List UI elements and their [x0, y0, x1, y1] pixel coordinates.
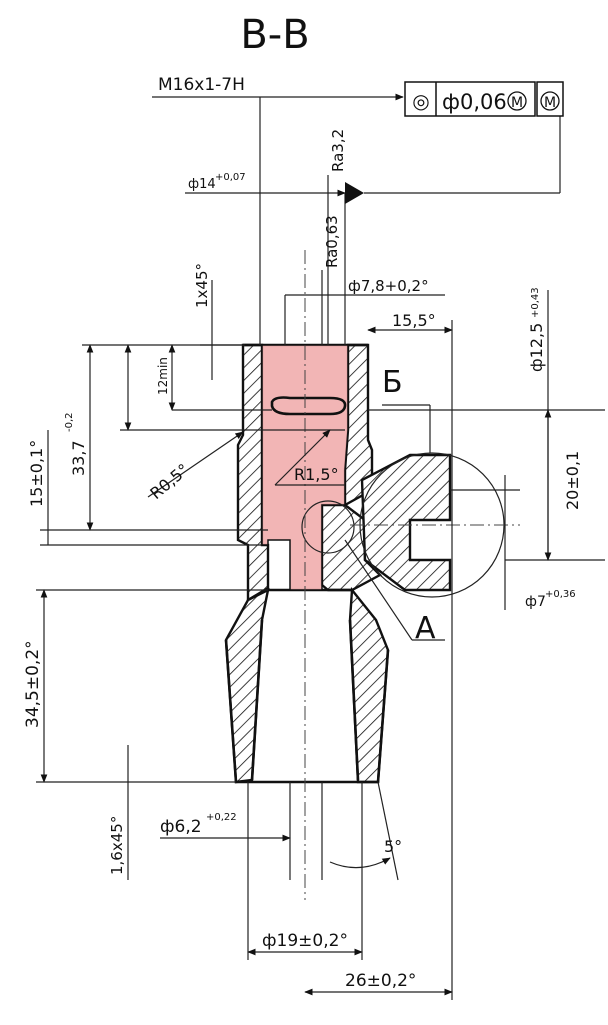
detail-circle-a [301, 500, 355, 554]
r15-label: R1,5° [294, 465, 339, 484]
chamfer-top-label: 1x45° [193, 263, 211, 308]
roughness-mid: Ra0,63 [323, 215, 341, 268]
d62-label: ф6,2 [160, 817, 202, 837]
d7-tolerance: +0,36 [545, 589, 576, 600]
d78-label: ф7,8+0,2° [348, 277, 429, 295]
len15-label: 15±0,1° [27, 440, 46, 507]
thread-label: M16x1-7H [158, 75, 245, 95]
centerlines [304, 250, 520, 900]
chamfer-bottom-label: 1,6x45° [108, 816, 126, 875]
d62-tolerance: +0,22 [206, 812, 237, 823]
tolerance-modifier-1: M [511, 95, 523, 111]
tolerance-value: ф0,06 [442, 90, 507, 114]
d19-label: ф19±0,2° [262, 931, 348, 951]
len12-label: 12min [156, 357, 170, 395]
d14-label: ф14 [188, 177, 216, 192]
view-letter-b: Б [382, 365, 403, 400]
tolerance-modifier-2: M [544, 95, 556, 111]
concentricity-symbol: ◎ [412, 89, 429, 113]
r05-label: R0,5° [146, 460, 192, 503]
dimension-lines [36, 90, 605, 1000]
d14-tolerance: +0,07 [215, 172, 246, 183]
w155-label: 15,5° [392, 311, 436, 330]
section-label: В-В [240, 12, 309, 58]
angle5-label: 5° [384, 837, 402, 856]
len20-label: 20±0,1 [563, 451, 582, 510]
d7-label: ф7 [525, 594, 546, 610]
len345-label: 34,5±0,2° [23, 640, 43, 728]
len337-label: 33,7 [69, 440, 88, 476]
cross-slot [270, 396, 347, 416]
d125-tolerance: +0,43 [530, 287, 541, 318]
len26-label: 26±0,2° [345, 971, 416, 991]
roughness-top: Ra3,2 [329, 129, 347, 172]
tolerance-frame: ◎ ф0,06 M M [404, 81, 564, 117]
d125-label: ф12,5 [527, 323, 546, 372]
len337-tolerance: -0,2 [64, 412, 75, 432]
view-letter-a: А [415, 611, 436, 646]
